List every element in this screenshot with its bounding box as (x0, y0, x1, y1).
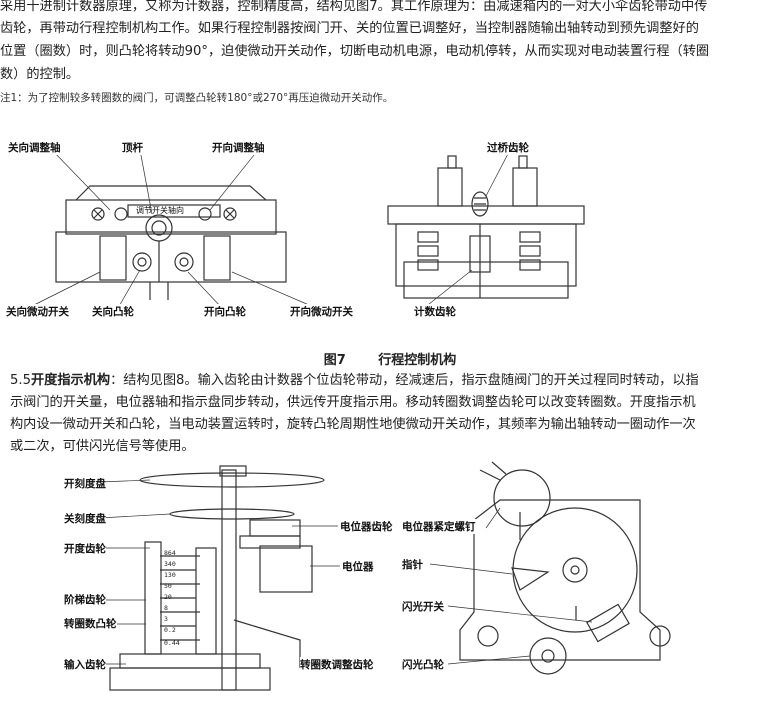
fig8-pot (259, 545, 313, 593)
intro-line-4: 数）的控制。 (0, 67, 80, 82)
section55-line-4: 或二次，可供闪光信号等使用。 (10, 439, 195, 454)
fig8-scale-value: 340 (164, 560, 176, 568)
fig7-caption-title: 行程控制机构 (378, 353, 457, 368)
fig7-bridge-gear (471, 191, 489, 217)
fig8-open-gear (239, 535, 301, 549)
fig7-kai-cam (174, 252, 194, 272)
fig8-label-open-gear: 开度齿轮 (64, 541, 106, 556)
fig7-label-kai-adjust: 开向调整轴 (212, 140, 265, 155)
fig8-label-open-dial: 开刻度盘 (64, 476, 106, 491)
fig8-step-gear-column (144, 541, 162, 655)
fig7-label-bridge-gear: 过桥齿轮 (487, 140, 529, 155)
fig7-label-kai-switch: 开向微动开关 (290, 304, 353, 319)
fig7-guan-cam (132, 252, 152, 272)
fig7-label-guan-cam: 关向凸轮 (92, 304, 134, 319)
fig8-label-turns-adjust-gear: 转圈数调整齿轮 (300, 657, 374, 672)
fig8-pointer (511, 567, 550, 591)
fig8-label-pot-gear: 电位器齿轮 (340, 519, 393, 534)
fig8-label-pot: 电位器 (342, 559, 374, 574)
fig8-scale: 864 340 130 50 20 8 3 0.2 0.44 (164, 549, 180, 647)
fig7-plate-text: 调节开关轴向 (136, 206, 184, 215)
fig8-label-input-gear: 输入齿轮 (64, 657, 106, 672)
fig8-label-close-dial: 关刻度盘 (64, 511, 106, 526)
fig8-scale-value: 0.44 (164, 639, 180, 647)
fig7-right-switch-left (437, 167, 463, 207)
fig7-label-guan-adjust: 关向调整轴 (8, 140, 61, 155)
fig7-label-top-rod: 顶杆 (122, 140, 143, 155)
fig7-caption-number: 图7 (323, 353, 346, 368)
fig8-label-pot-screw: 电位器紧定螺钉 (402, 519, 476, 534)
fig8-scale-value: 8 (164, 604, 168, 612)
fig8-scale-value: 0.2 (164, 626, 176, 634)
fig8-dial (512, 507, 638, 633)
fig8-label-pointer: 指针 (402, 557, 423, 572)
fig7-left-base (55, 231, 287, 283)
section55-heading: 开度指示机构 (30, 373, 111, 388)
fig8-flash-switch (586, 603, 630, 643)
fig7-label-guan-switch: 关向微动开关 (6, 304, 69, 319)
fig8-right-frame (459, 499, 661, 661)
section55-line-2: 示阀门的开关量，电位器轴和指示盘同步转动，供远传开度指示用。移动转圈数调整齿轮可… (10, 395, 696, 410)
fig7-right-switch-right (512, 167, 538, 207)
section55-line-1-text: ：结构见图8。输入齿轮由计数器个位齿轮带动，经减速后，指示盘随阀门的开关过程同时… (110, 373, 699, 388)
fig8-label-flash-cam: 闪光凸轮 (402, 657, 444, 672)
intro-line-2: 齿轮，再带动行程控制机构工作。如果行程控制器按阀门开、关的位置已调整好，当控制器… (0, 21, 699, 36)
fig8-main-shaft (221, 469, 237, 691)
fig8-scale-value: 130 (164, 571, 176, 579)
fig7-label-kai-cam: 开向凸轮 (204, 304, 246, 319)
fig7-top-rod-head (145, 214, 173, 242)
fig7-caption: 图7 行程控制机构 (0, 349, 780, 368)
section55-line-1: 5.5开度指示机构：结构见图8。输入齿轮由计数器个位齿轮带动，经减速后，指示盘随… (10, 370, 699, 392)
intro-line-1: 采用十进制计数器原理，又称为计数器，控制精度高，结构见图7。其工作原理为：由减速… (0, 0, 708, 14)
fig8-flash-cam (529, 637, 567, 675)
fig7-count-gear (469, 235, 491, 273)
fig8-label-flash-switch: 闪光开关 (402, 599, 444, 614)
fig8-input-gear (119, 653, 261, 669)
fig8-close-dial (169, 508, 295, 520)
section55-line-3: 构内设一微动开关和凸轮，当电动装置运转时，旋转凸轮周期性地使微动开关动作，其频率… (10, 417, 696, 432)
fig8-scale-value: 20 (164, 593, 172, 601)
fig8-scale-value: 864 (164, 549, 176, 557)
section55-number: 5.5 (10, 373, 31, 388)
fig8-open-dial (139, 472, 325, 488)
fig8-pot-screw-disc (493, 469, 551, 527)
note-1: 注1：为了控制较多转圈数的阀门，可调整凸轮转180°或270°再压迫微动开关动作… (0, 92, 394, 104)
fig8-label-step-gear: 阶梯齿轮 (64, 592, 106, 607)
fig7-right-top (387, 205, 585, 225)
fig8-scale-value: 50 (164, 582, 172, 590)
fig8-scale-value: 3 (164, 615, 168, 623)
fig7-label-count-gear: 计数齿轮 (414, 304, 456, 319)
fig8-label-turns-cam: 转圈数凸轮 (64, 616, 117, 631)
fig7-right-body (395, 223, 577, 287)
intro-line-3: 位置（圈数）时，则凸轮将转动90°，迫使微动开关动作，切断电动机电源，电动机停转… (0, 44, 710, 59)
